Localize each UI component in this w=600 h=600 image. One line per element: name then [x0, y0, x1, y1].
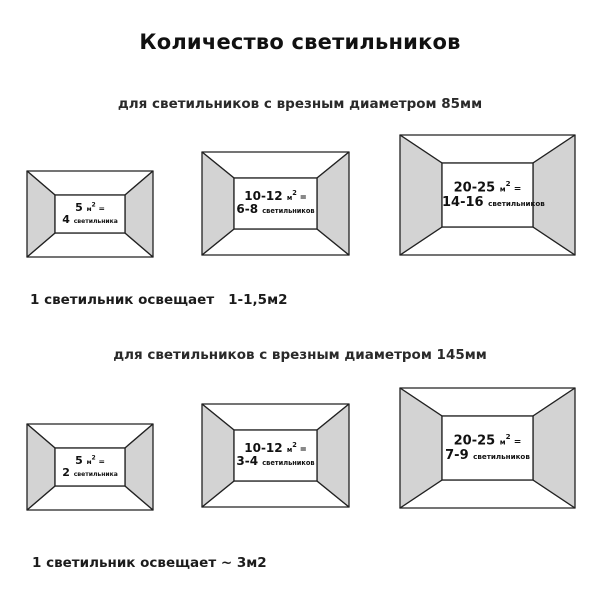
room-area-superscript: 2 — [505, 431, 511, 441]
room-area-value: 20-25 — [453, 432, 500, 448]
room-equals: = — [95, 456, 105, 466]
room-area-superscript: 2 — [292, 188, 297, 197]
room-area: 10-12 м2 = — [234, 188, 317, 204]
section2-subtitle: для светильников с врезным диаметром 145… — [113, 347, 487, 363]
room-diagram-145-large: 20-25 м2 =7-9 светильников — [399, 387, 576, 509]
room-label: 20-25 м2 =7-9 светильников — [442, 431, 533, 464]
section1-note: 1 светильник освещает 1-1,5м2 — [30, 292, 288, 308]
ceiling-panel — [233, 429, 318, 482]
room-area: 10-12 м2 = — [234, 440, 317, 456]
room-area: 5 м2 = — [55, 200, 125, 215]
room-count: 3-4 светильников — [234, 454, 317, 469]
ceiling-panel — [233, 177, 318, 230]
room-area-unit: м — [286, 445, 293, 454]
room-area-unit: м — [86, 205, 92, 213]
room-label: 5 м2 =4 светильника — [55, 200, 125, 227]
room-area-unit: м — [286, 193, 293, 202]
room-count: 7-9 светильников — [442, 447, 533, 464]
room-count-value: 7-9 — [445, 447, 474, 463]
room-count-word: светильников — [488, 198, 545, 208]
room-diagram-145-medium: 10-12 м2 =3-4 светильников — [201, 403, 350, 508]
room-diagram-145-small: 5 м2 =2 светильника — [26, 423, 154, 511]
room-diagram-85-small: 5 м2 =4 светильника — [26, 170, 154, 258]
room-area-superscript: 2 — [91, 200, 96, 208]
section1-note-label: 1 светильник освещает — [30, 292, 215, 308]
room-label: 5 м2 =2 светильника — [55, 453, 125, 480]
room-label: 20-25 м2 =14-16 светильников — [442, 178, 545, 211]
room-count: 14-16 светильников — [442, 194, 545, 211]
room-count: 4 светильника — [55, 213, 125, 227]
room-area-superscript: 2 — [505, 178, 511, 188]
room-count-value: 3-4 — [236, 454, 263, 469]
room-count-word: светильников — [262, 459, 315, 468]
ceiling-panel — [54, 194, 126, 234]
room-count-word: светильника — [73, 218, 118, 226]
room-area-superscript: 2 — [91, 453, 96, 461]
room-count-value: 4 — [62, 213, 74, 227]
room-perspective-graphic — [201, 403, 350, 508]
room-area-unit: м — [499, 183, 506, 193]
room-count-value: 6-8 — [236, 202, 263, 217]
room-area-value: 10-12 — [244, 188, 287, 203]
room-area-value: 5 — [75, 453, 87, 467]
room-equals: = — [296, 443, 307, 454]
room-perspective-graphic — [399, 134, 576, 256]
room-perspective-graphic — [26, 170, 154, 258]
ceiling-panel — [54, 447, 126, 487]
room-label: 10-12 м2 =6-8 светильников — [234, 188, 317, 218]
page-title: Количество светильников — [139, 30, 461, 54]
room-area: 5 м2 = — [55, 453, 125, 468]
room-diagram-85-large: 20-25 м2 =14-16 светильников — [399, 134, 576, 256]
room-area: 20-25 м2 = — [442, 431, 533, 449]
room-perspective-graphic — [26, 423, 154, 511]
section1-note-value: 1-1,5м2 — [228, 292, 288, 308]
room-perspective-graphic — [399, 387, 576, 509]
room-area-value: 20-25 — [453, 179, 500, 195]
room-count-value: 14-16 — [442, 194, 489, 210]
section2-note: 1 светильник освещает ~ 3м2 — [32, 555, 267, 571]
room-equals: = — [296, 191, 307, 202]
room-area-unit: м — [499, 436, 506, 446]
ceiling-panel — [441, 162, 534, 228]
room-equals: = — [510, 183, 522, 194]
room-area-unit: м — [86, 458, 92, 466]
room-area: 20-25 м2 = — [442, 178, 533, 196]
room-count: 2 светильника — [55, 466, 125, 480]
room-equals: = — [510, 436, 522, 447]
ceiling-panel — [441, 415, 534, 481]
room-count-word: светильника — [73, 471, 118, 479]
room-label: 10-12 м2 =3-4 светильников — [234, 440, 317, 470]
room-equals: = — [95, 203, 105, 213]
room-area-value: 10-12 — [244, 440, 287, 455]
room-count-word: светильников — [473, 451, 530, 461]
room-diagram-85-medium: 10-12 м2 =6-8 светильников — [201, 151, 350, 256]
section1-subtitle: для светильников с врезным диаметром 85м… — [117, 96, 483, 112]
room-count-value: 2 — [62, 466, 74, 480]
room-count: 6-8 светильников — [234, 202, 317, 217]
room-perspective-graphic — [201, 151, 350, 256]
room-count-word: светильников — [262, 207, 315, 216]
room-area-value: 5 — [75, 200, 87, 214]
room-area-superscript: 2 — [292, 440, 297, 449]
